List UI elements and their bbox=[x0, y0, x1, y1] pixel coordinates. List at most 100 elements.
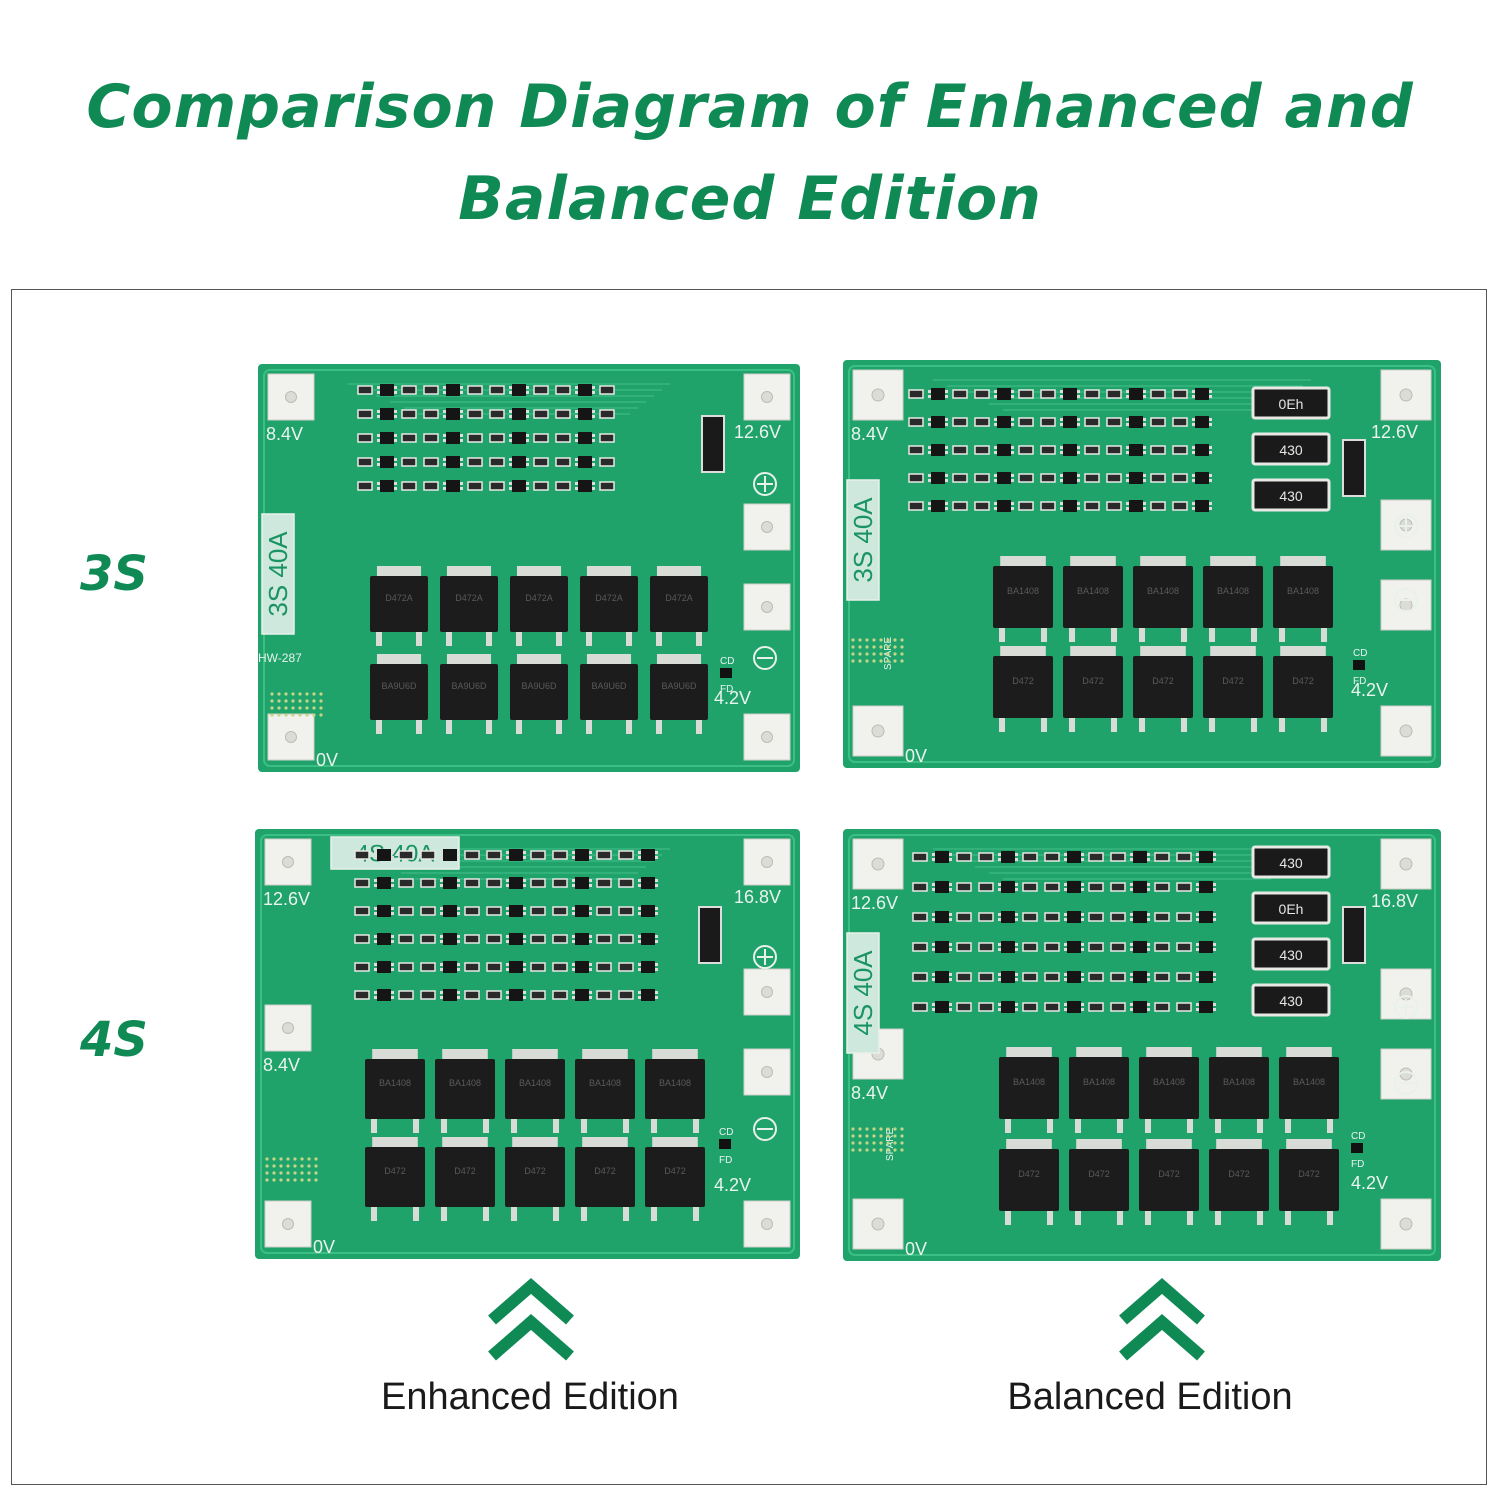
ic-pin bbox=[1147, 853, 1150, 856]
control-ic bbox=[1195, 472, 1209, 484]
smd-part bbox=[912, 912, 928, 922]
via-dot bbox=[886, 1148, 890, 1152]
via-dot bbox=[314, 1171, 318, 1175]
via-dot bbox=[300, 1171, 304, 1175]
mosfet-top-leg bbox=[1181, 628, 1187, 642]
smd-part bbox=[489, 409, 505, 419]
model-rating-label: 3S 40A bbox=[263, 531, 293, 617]
ic-pin bbox=[506, 940, 509, 943]
ic-pin bbox=[1147, 973, 1150, 976]
via-dot bbox=[879, 659, 883, 663]
via-dot bbox=[886, 659, 890, 663]
control-ic bbox=[935, 1001, 949, 1013]
ic-pin bbox=[655, 907, 658, 910]
ic-pin bbox=[1147, 883, 1150, 886]
mosfet-top-leg bbox=[623, 1119, 629, 1133]
cd-label: CD bbox=[1353, 648, 1367, 659]
diode bbox=[698, 906, 722, 964]
ic-pin bbox=[1126, 423, 1129, 426]
mosfet-top-leg bbox=[556, 632, 562, 646]
voltage-label-mid-left: 8.4V bbox=[851, 1083, 888, 1103]
ic-pin bbox=[592, 391, 595, 394]
smd-part bbox=[489, 385, 505, 395]
ic-pin bbox=[1077, 507, 1080, 510]
ic-pin bbox=[589, 968, 592, 971]
shunt-resistor bbox=[1251, 478, 1331, 512]
via-dot bbox=[893, 652, 897, 656]
ic-pin bbox=[457, 851, 460, 854]
ic-pin bbox=[506, 935, 509, 938]
ic-pin bbox=[391, 968, 394, 971]
via-dot bbox=[312, 713, 316, 717]
ic-pin bbox=[932, 913, 935, 916]
mosfet-bottom-leg bbox=[581, 1207, 587, 1221]
ic-pin bbox=[394, 458, 397, 461]
diode bbox=[1342, 906, 1366, 964]
via-dot bbox=[879, 645, 883, 649]
ic-pin bbox=[460, 410, 463, 413]
via-dot bbox=[305, 713, 309, 717]
smd-part bbox=[1150, 445, 1166, 455]
ic-pin bbox=[1126, 446, 1129, 449]
ic-pin bbox=[589, 884, 592, 887]
via-dot bbox=[298, 706, 302, 710]
via-dot bbox=[270, 706, 274, 710]
smd-part bbox=[464, 906, 480, 916]
smd-part bbox=[618, 934, 634, 944]
mosfet-top-leg bbox=[371, 1119, 377, 1133]
via-dot bbox=[858, 638, 862, 642]
via-dot bbox=[886, 1134, 890, 1138]
smd-part bbox=[1106, 417, 1122, 427]
mosfet-bottom bbox=[1209, 1149, 1269, 1211]
mosfet-top-leg bbox=[1069, 628, 1075, 642]
smd-part bbox=[1088, 912, 1104, 922]
ic-pin bbox=[998, 978, 1001, 981]
smd-part bbox=[912, 882, 928, 892]
pad-hole bbox=[760, 855, 774, 869]
ic-pin bbox=[1213, 948, 1216, 951]
spare-label: SPARE bbox=[885, 1128, 896, 1161]
ic-pin bbox=[998, 853, 1001, 856]
control-ic bbox=[1129, 416, 1143, 428]
ic-pin bbox=[945, 446, 948, 449]
ic-pin bbox=[572, 912, 575, 915]
mosfet-top-tab bbox=[1006, 1047, 1052, 1059]
ic-pin bbox=[949, 918, 952, 921]
ic-pin bbox=[932, 1003, 935, 1006]
ic-pin bbox=[457, 884, 460, 887]
mosfet-top-leg bbox=[696, 632, 702, 646]
ic-pin bbox=[1064, 888, 1067, 891]
ic-pin bbox=[1196, 943, 1199, 946]
ic-pin bbox=[394, 487, 397, 490]
control-ic bbox=[1001, 1001, 1015, 1013]
board-model-tag: HW-287 bbox=[258, 651, 302, 665]
smd-part bbox=[354, 906, 370, 916]
smd-part bbox=[354, 934, 370, 944]
ic-pin bbox=[949, 888, 952, 891]
mosfet-bottom-leg bbox=[1187, 1211, 1193, 1225]
ic-pin bbox=[1015, 858, 1018, 861]
via-dot bbox=[851, 1127, 855, 1131]
ic-pin bbox=[460, 482, 463, 485]
ic-pin bbox=[1126, 474, 1129, 477]
control-ic bbox=[1067, 881, 1081, 893]
ic-pin bbox=[994, 390, 997, 393]
via-dot bbox=[279, 1164, 283, 1168]
mosfet-bottom-marking: D472 bbox=[1222, 676, 1244, 686]
ic-pin bbox=[1081, 1003, 1084, 1006]
via-dot bbox=[865, 638, 869, 642]
control-ic bbox=[997, 472, 1011, 484]
ic-pin bbox=[998, 943, 1001, 946]
pad-hole bbox=[871, 857, 885, 871]
smd-part bbox=[486, 962, 502, 972]
mosfet-bottom-tab bbox=[1280, 646, 1326, 658]
ic-pin bbox=[1192, 479, 1195, 482]
mosfet-top-leg bbox=[413, 1119, 419, 1133]
smd-part bbox=[1176, 942, 1192, 952]
ic-pin bbox=[932, 888, 935, 891]
control-ic bbox=[578, 432, 592, 444]
via-dot bbox=[291, 699, 295, 703]
mosfet-top bbox=[505, 1059, 565, 1119]
ic-pin bbox=[638, 963, 641, 966]
mosfet-bottom-leg bbox=[1075, 1211, 1081, 1225]
